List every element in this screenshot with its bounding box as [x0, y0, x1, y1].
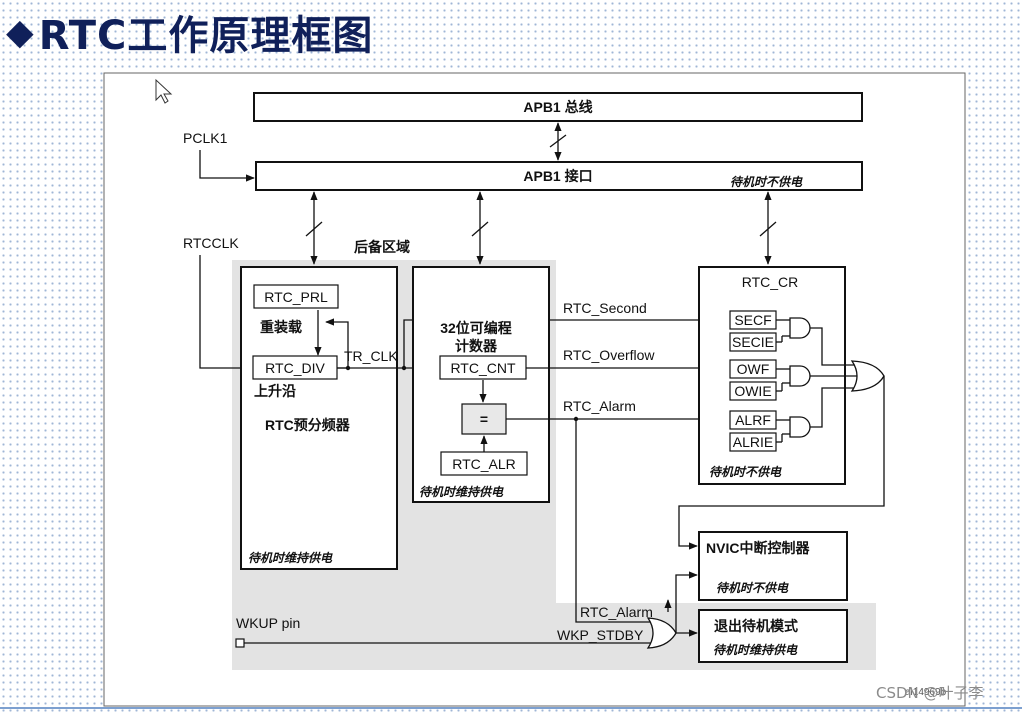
- apb1-bus-label: APB1 总线: [523, 99, 592, 115]
- wkup-pin-label: WKUP pin: [236, 615, 300, 631]
- rtc-cnt-label: RTC_CNT: [450, 360, 516, 376]
- rtcclk-label: RTCCLK: [183, 235, 239, 251]
- reg-alrf-label: ALRF: [735, 412, 771, 428]
- reg-alrie-label: ALRIE: [733, 434, 773, 450]
- rtc-cr-title: RTC_CR: [742, 274, 799, 290]
- or-gate-interrupt: [850, 360, 885, 392]
- rtc-alarm-label: RTC_Alarm: [563, 398, 636, 414]
- or-gate-wakeup: [646, 617, 677, 649]
- apb1-power-note: 待机时不供电: [730, 175, 803, 189]
- reg-secf-label: SECF: [734, 312, 771, 328]
- apb1-bus-box: [253, 92, 863, 122]
- figure-id: ai14969b: [905, 687, 947, 698]
- rising-edge-label: 上升沿: [254, 383, 296, 399]
- pclk1-line: [199, 150, 255, 182]
- diamond-icon: ◆: [6, 11, 35, 53]
- nvic-block: [698, 531, 848, 601]
- compare-label: =: [480, 411, 488, 427]
- exit-standby-block: [698, 609, 848, 663]
- and-gate-overflow: [789, 365, 811, 387]
- alarm-to-exit-line: [575, 419, 650, 623]
- slide-title-text: RTC工作原理框图: [38, 13, 374, 59]
- rtcclk-line: [199, 255, 252, 372]
- rtc-overflow-label: RTC_Overflow: [563, 347, 655, 363]
- reg-secie-label: SECIE: [732, 334, 774, 350]
- reg-owie-label: OWIE: [734, 383, 771, 399]
- reload-label: 重装载: [260, 319, 302, 335]
- rtc-second-label: RTC_Second: [563, 300, 647, 316]
- reg-owf-label: OWF: [737, 361, 770, 377]
- prescaler-block: [240, 266, 398, 570]
- nvic-title: NVIC中断控制器: [706, 540, 810, 556]
- rtc-alr-box: [440, 451, 528, 476]
- compare-box: [461, 403, 507, 435]
- and-gates: [776, 317, 811, 443]
- rtc-cr-registers: SECF SECIE OWF OWIE ALRF ALRIE: [729, 310, 777, 452]
- and-gate-second: [789, 317, 811, 339]
- prescaler-power-note: 待机时维持供电: [248, 551, 333, 565]
- mouse-pointer-icon: [155, 78, 173, 104]
- apb1-interface-box: [255, 161, 863, 191]
- nvic-power-note: 待机时不供电: [716, 581, 789, 595]
- tr-clk-label: TR_CLK: [344, 348, 398, 364]
- watermark: CSDN @叶子李: [876, 684, 984, 702]
- rtc-alarm-low-label: RTC_Alarm: [580, 604, 653, 620]
- rtc-cr-power-note: 待机时不供电: [709, 465, 782, 479]
- prescaler-name: RTC预分频器: [265, 417, 351, 433]
- wakeup-to-nvic-line: [675, 571, 698, 633]
- rtc-prl-box: [253, 284, 339, 309]
- rtc-alr-label: RTC_ALR: [452, 456, 516, 472]
- slide-title: ◆ RTC工作原理框图: [6, 2, 373, 62]
- wkp-stdby-label: WKP_STDBY: [557, 627, 644, 643]
- apb1-interface-label: APB1 接口: [523, 168, 592, 184]
- rtc-div-label: RTC_DIV: [265, 360, 325, 376]
- counter-title-1: 32位可编程: [440, 320, 512, 336]
- counter-power-note: 待机时维持供电: [419, 485, 504, 499]
- exit-standby-power-note: 待机时维持供电: [713, 643, 798, 657]
- rtc-prl-label: RTC_PRL: [264, 289, 328, 305]
- exit-standby-title: 退出待机模式: [714, 618, 798, 634]
- and-gate-alarm: [789, 416, 811, 438]
- wkup-pin-square: [235, 638, 245, 648]
- tr-clk-to-secf: [403, 316, 731, 368]
- bottom-rule: [0, 707, 1022, 709]
- counter-title-2: 计数器: [455, 338, 498, 354]
- backup-domain-label: 后备区域: [354, 239, 410, 255]
- interrupt-to-nvic-line: [678, 376, 885, 550]
- pclk1-label: PCLK1: [183, 130, 228, 146]
